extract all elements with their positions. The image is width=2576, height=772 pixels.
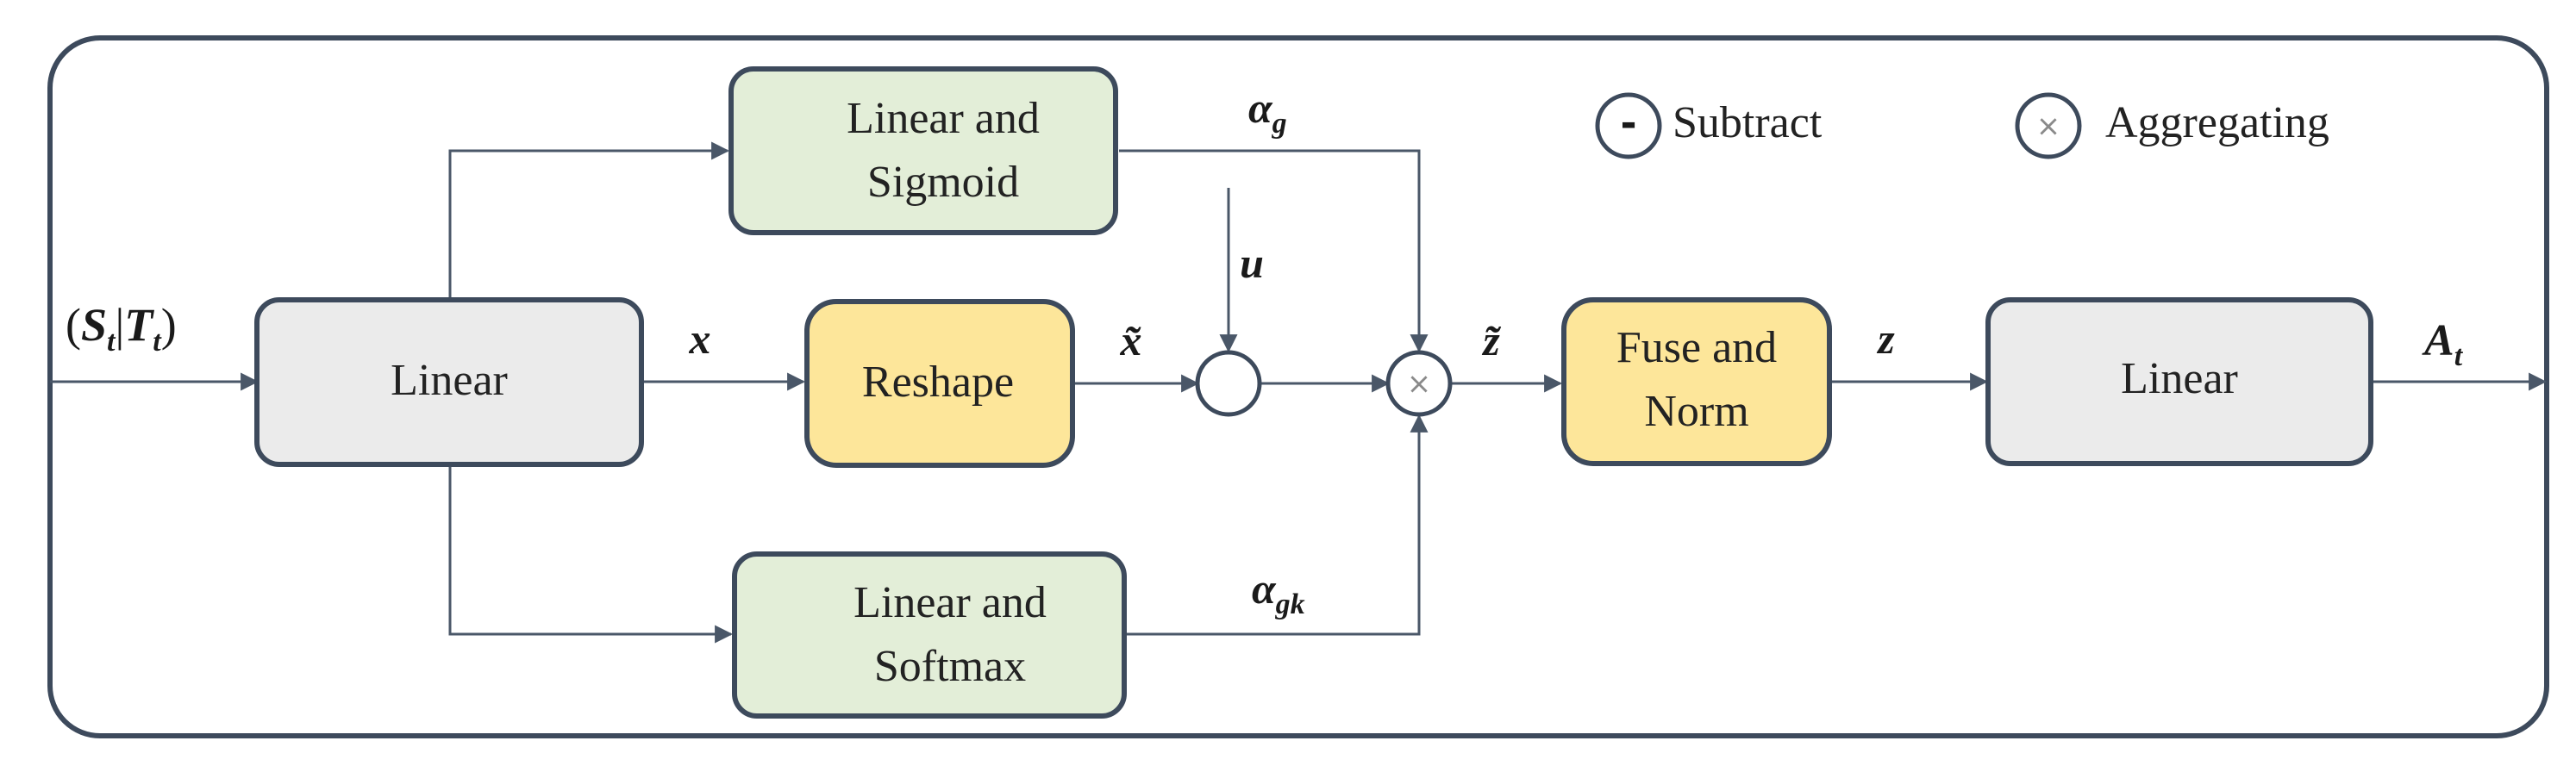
legend-subtract: - Subtract xyxy=(1595,92,1823,159)
linear-sigmoid-label-line2: Sigmoid xyxy=(867,158,1019,207)
legend-aggregating-icon xyxy=(2015,92,2082,159)
fuse-norm-label-line2: Norm xyxy=(1644,387,1748,436)
z-tilde-label: z̃ xyxy=(1481,316,1502,364)
alpha-g-label: αg xyxy=(1248,84,1287,140)
alpha-gk-label: αgk xyxy=(1252,564,1305,620)
linear-sigmoid-block: Linear and Sigmoid xyxy=(728,66,1118,235)
legend-subtract-label: Subtract xyxy=(1673,98,1823,147)
legend-subtract-symbol: - xyxy=(1620,100,1636,146)
legend-aggregating-symbol: × xyxy=(2036,109,2061,144)
legend-aggregating-label: Aggregating xyxy=(2105,98,2329,147)
linear-softmax-block: Linear and Softmax xyxy=(732,551,1127,719)
legend-aggregating: × Aggregating xyxy=(2015,92,2329,159)
linear-softmax-label-line2: Softmax xyxy=(874,642,1026,691)
x-label: x xyxy=(689,314,711,363)
linear-output-label: Linear xyxy=(2121,354,2238,403)
linear-to-sigmoid-arrow xyxy=(448,141,730,300)
connections xyxy=(50,141,2548,644)
aggregate-node-symbol: × xyxy=(1407,367,1432,402)
softmax-to-aggregate-arrow xyxy=(1124,414,1429,636)
fuse-norm-label-line1: Fuse and xyxy=(1616,323,1777,372)
fuse-norm-block: Fuse and Norm xyxy=(1561,297,1832,466)
linear-sigmoid-label-line1: Linear and xyxy=(847,94,1040,143)
aggregate-node: × xyxy=(1385,350,1453,417)
subtract-node xyxy=(1195,350,1262,417)
reshape-block: Reshape xyxy=(804,299,1075,468)
input-label: (St|Tt) xyxy=(66,299,177,358)
linear-softmax-label-line1: Linear and xyxy=(853,578,1047,627)
linear-input-label: Linear xyxy=(391,356,508,405)
z-label: z xyxy=(1876,314,1895,363)
legend: - Subtract × Aggregating xyxy=(1595,92,2329,159)
reshape-label: Reshape xyxy=(862,358,1014,407)
u-label: u xyxy=(1240,239,1264,287)
legend-subtract-icon xyxy=(1595,92,1662,159)
x-tilde-label: x̃ xyxy=(1120,316,1142,364)
linear-to-softmax-arrow xyxy=(448,464,734,644)
output-label: At xyxy=(2422,316,2464,372)
linear-input-block: Linear xyxy=(254,297,644,467)
linear-output-block: Linear xyxy=(1985,297,2373,466)
sigmoid-to-aggregate-arrow xyxy=(1119,149,1429,353)
